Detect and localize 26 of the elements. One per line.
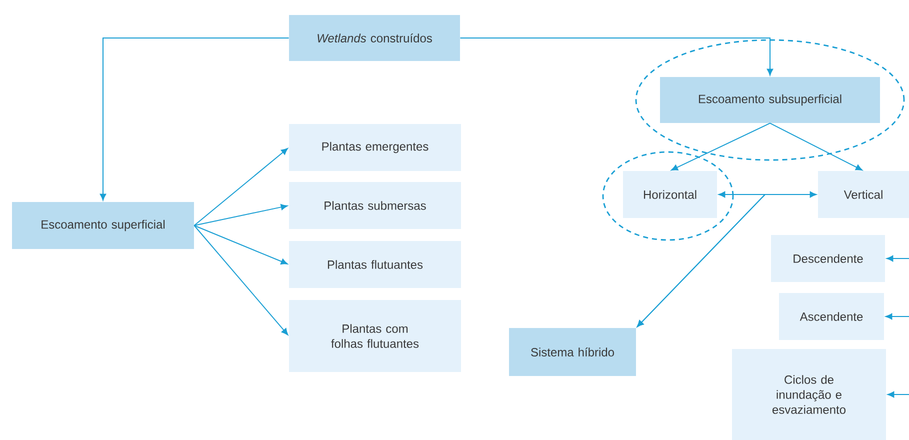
option-box: Ascendente [779, 293, 884, 340]
arrow [886, 313, 909, 320]
arrow [194, 204, 288, 226]
arrow [194, 225, 288, 264]
option-box: Descendente [771, 235, 885, 282]
arrow [194, 148, 288, 226]
process-box: Sistema híbrido [509, 328, 636, 376]
arrow [460, 38, 774, 76]
arrow [770, 122, 862, 170]
option-box: Plantas emergentes [289, 124, 461, 171]
arrow [100, 38, 290, 201]
arrow [886, 255, 909, 262]
option-box: Plantas submersas [289, 182, 461, 229]
arrow [718, 191, 817, 198]
option-box: Ciclos de inundação e esvaziamento [732, 349, 886, 440]
process-box: Escoamento subsuperficial [660, 77, 880, 123]
process-box: Escoamento superficial [12, 202, 194, 249]
option-box: Plantas flutuantes [289, 241, 461, 288]
arrow [888, 391, 909, 398]
option-box: Horizontal [623, 171, 717, 218]
option-box: Vertical [818, 171, 909, 218]
arrow [671, 122, 770, 171]
option-box: Plantas com folhas flutuantes [289, 300, 461, 372]
arrow [194, 225, 288, 336]
arrow [636, 194, 808, 328]
process-box: Wetlands construídos [289, 15, 460, 61]
